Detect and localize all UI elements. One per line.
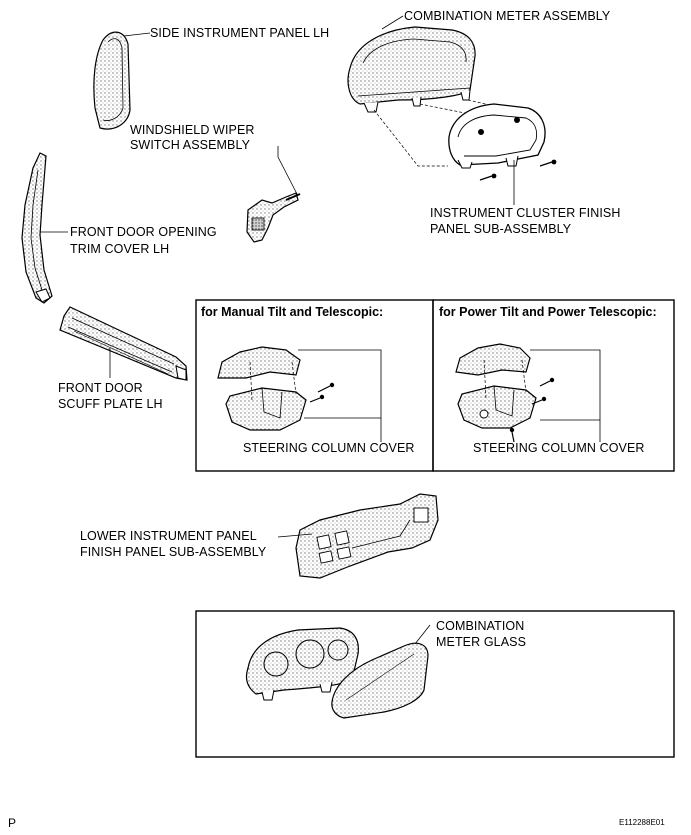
power-column-cover-part bbox=[455, 343, 601, 443]
label-door-trim-line2: TRIM COVER LH bbox=[70, 242, 170, 256]
label-meter-glass-line2: METER GLASS bbox=[436, 635, 527, 649]
label-lower-panel-line1: LOWER INSTRUMENT PANEL bbox=[80, 529, 257, 543]
manual-tilt-title: for Manual Tilt and Telescopic: bbox=[201, 305, 384, 319]
wiper-switch-part bbox=[246, 146, 301, 243]
lower-panel-part bbox=[277, 493, 439, 579]
label-meter-glass-line1: COMBINATION bbox=[436, 619, 525, 633]
side-instrument-panel-part bbox=[93, 31, 151, 130]
label-power-steering-column-cover: STEERING COLUMN COVER bbox=[473, 441, 645, 455]
front-door-trim-cover-part bbox=[21, 152, 68, 304]
label-side-instrument-panel: SIDE INSTRUMENT PANEL LH bbox=[150, 26, 330, 40]
meter-glass-box bbox=[195, 610, 675, 758]
label-lower-panel-line2: FINISH PANEL SUB-ASSEMBLY bbox=[80, 545, 267, 559]
power-tilt-title: for Power Tilt and Power Telescopic: bbox=[439, 305, 657, 319]
footer-left-letter: P bbox=[8, 816, 17, 830]
label-door-trim-line1: FRONT DOOR OPENING bbox=[70, 225, 217, 239]
cluster-finish-panel-part bbox=[448, 103, 557, 205]
label-wiper-switch-line1: WINDSHIELD WIPER bbox=[130, 123, 255, 137]
scuff-plate-part bbox=[59, 306, 188, 381]
label-scuff-plate-line1: FRONT DOOR bbox=[58, 381, 143, 395]
power-tilt-box bbox=[432, 299, 675, 472]
leader-line bbox=[277, 533, 313, 538]
label-scuff-plate-line2: SCUFF PLATE LH bbox=[58, 397, 163, 411]
label-manual-steering-column-cover: STEERING COLUMN COVER bbox=[243, 441, 415, 455]
label-wiper-switch-line2: SWITCH ASSEMBLY bbox=[130, 138, 251, 152]
meter-assembly-small-part bbox=[245, 627, 359, 701]
label-combination-meter: COMBINATION METER ASSEMBLY bbox=[404, 9, 611, 23]
combination-meter-part bbox=[347, 15, 476, 113]
label-cluster-finish-line2: PANEL SUB-ASSEMBLY bbox=[430, 222, 572, 236]
leader-line bbox=[123, 32, 151, 37]
figure-code: E112288E01 bbox=[619, 818, 665, 827]
leader-line bbox=[414, 624, 431, 645]
label-cluster-finish-line1: INSTRUMENT CLUSTER FINISH bbox=[430, 206, 621, 220]
leader-line bbox=[381, 15, 404, 30]
manual-column-cover-part bbox=[217, 346, 382, 442]
meter-glass-part bbox=[331, 624, 431, 719]
